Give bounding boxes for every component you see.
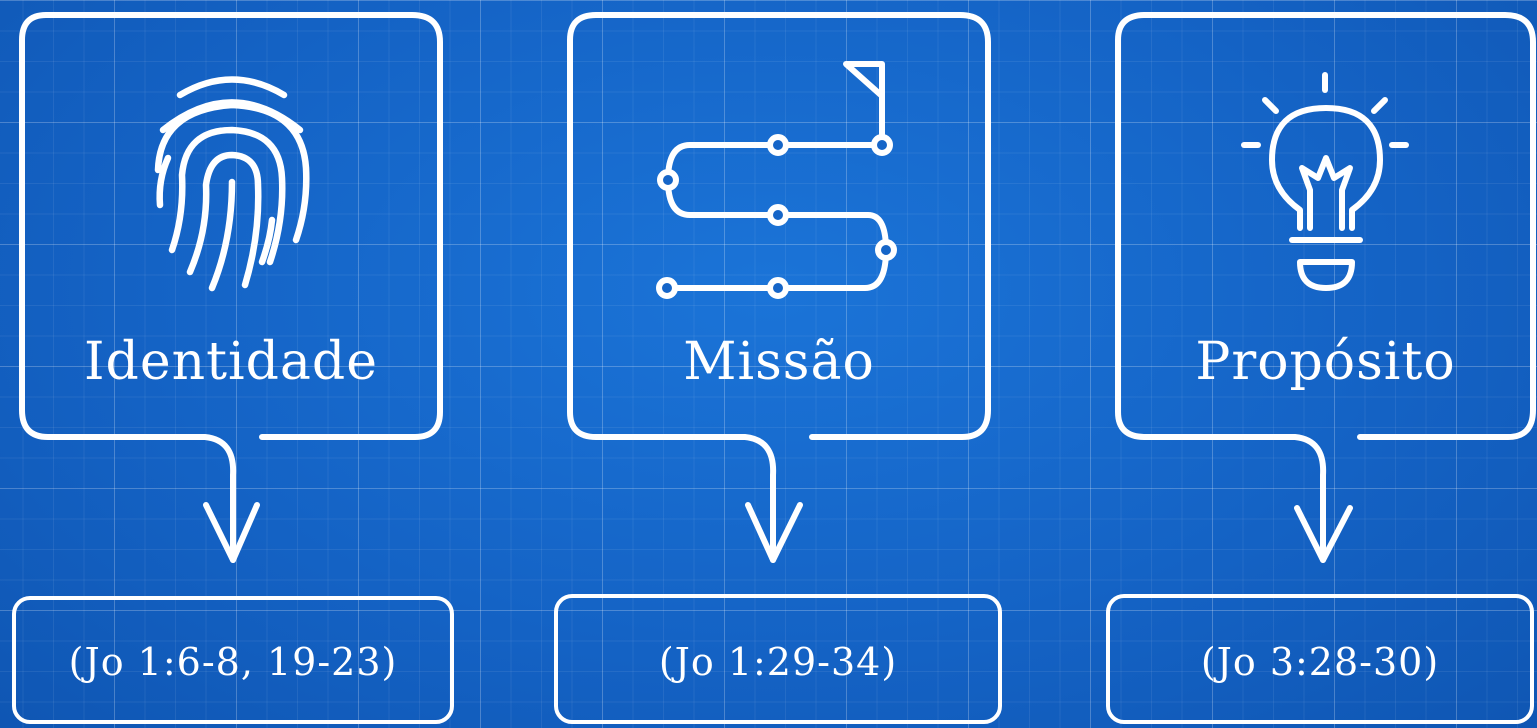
identidade-speech-box — [19, 12, 443, 563]
proposito-card — [1106, 12, 1536, 724]
proposito-speech-box — [1115, 12, 1536, 563]
identidade-card — [12, 12, 454, 724]
proposito-title: Propósito — [1195, 332, 1456, 392]
winding-path-flag-icon — [656, 61, 897, 299]
lightbulb-icon — [1241, 72, 1409, 291]
missao-speech-box — [567, 12, 991, 563]
missao-reference: (Jo 1:29-34) — [658, 640, 898, 684]
arrow-down-icon — [203, 502, 260, 563]
arrow-down-icon — [1294, 505, 1353, 563]
arrow-down-icon — [745, 502, 803, 563]
fingerprint-icon — [154, 76, 310, 292]
identidade-reference-box — [12, 596, 454, 724]
missao-card — [554, 12, 1002, 724]
missao-title: Missão — [683, 332, 875, 392]
identidade-title: Identidade — [84, 332, 378, 392]
proposito-reference-box — [1106, 594, 1534, 724]
missao-reference-box — [554, 594, 1002, 724]
proposito-reference: (Jo 3:28-30) — [1200, 640, 1440, 684]
identidade-reference: (Jo 1:6-8, 19-23) — [68, 640, 398, 684]
